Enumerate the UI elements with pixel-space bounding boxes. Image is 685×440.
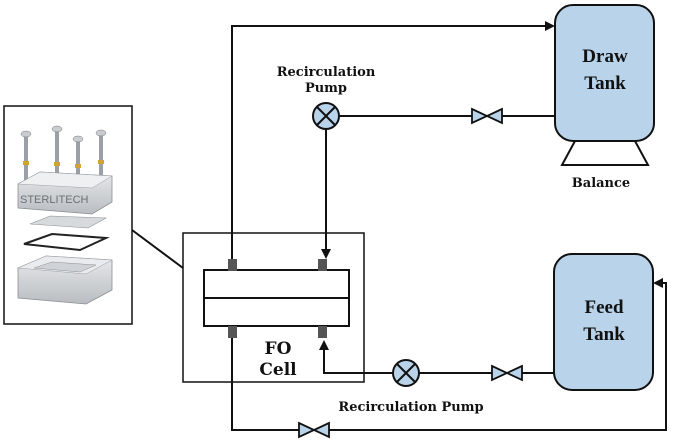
recirc-pump-bottom-label: Recirculation Pump [338,400,483,415]
port-bottom-left [228,326,237,338]
feed-tank: Feed Tank [553,253,654,391]
recirculation-pump-bottom-icon [392,359,420,387]
recirc-pump-top-label-line2: Pump [305,81,347,96]
photo-connector-line [131,229,184,269]
balance-icon [560,140,650,166]
feed-tank-label-line1: Feed [584,297,623,318]
sterlitech-cell-photo: STERLITECH [3,105,133,325]
fo-membrane-module [203,269,350,327]
feed-tank-label-line2: Tank [583,324,625,345]
sterlitech-brand-text: STERLITECH [20,194,89,206]
bottom-plate-image [17,255,113,305]
feed-pump-to-cell-pipe [319,340,393,374]
return-valve-icon [298,421,330,439]
fo-cell-enclosure [182,232,365,383]
draw-tank: Draw Tank [554,4,655,142]
draw-tank-label-line2: Tank [584,73,626,94]
fo-cell-label-line1: FO [265,339,292,359]
membrane-image [29,215,108,229]
draw-tank-label-line1: Draw [582,46,628,67]
port-bottom-right [318,326,327,338]
draw-valve-icon [471,107,503,125]
port-top-right [318,259,327,271]
draw-outlet-pipe [231,21,555,259]
gasket-image [23,232,110,252]
bolts-image [20,125,107,182]
fo-cell-label-line2: Cell [259,360,297,380]
feed-valve-icon [491,364,523,382]
feed-return-pipe [231,278,667,431]
recirculation-pump-top-icon [312,102,340,130]
port-top-left [228,259,237,271]
recirc-pump-top-label-line1: Recirculation [277,65,376,80]
top-plate-image: STERLITECH [17,171,113,215]
balance-label: Balance [572,176,630,191]
